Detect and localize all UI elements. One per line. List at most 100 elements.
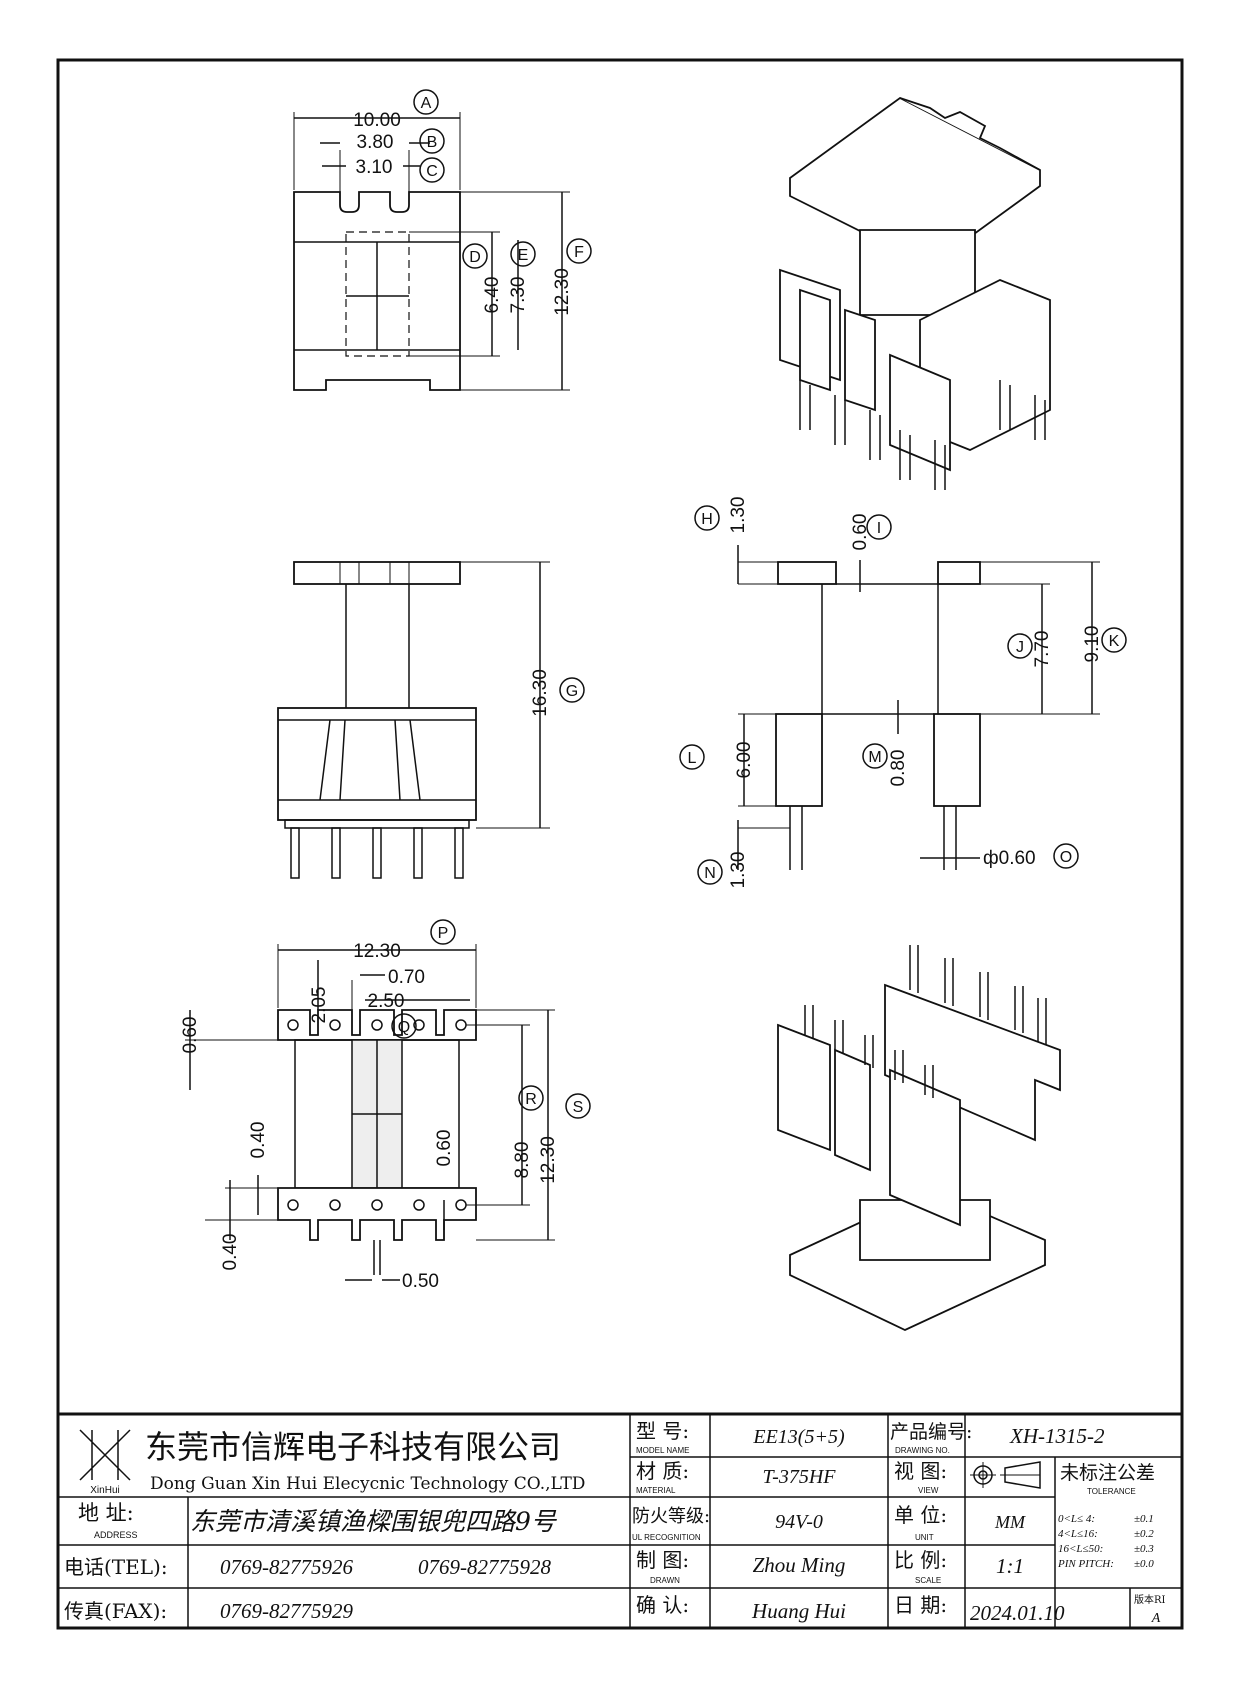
dim-i: 0.60 (850, 514, 871, 551)
version-value: A (1151, 1611, 1161, 1626)
date-label: 日 期: (894, 1593, 947, 1617)
dim-t4: 0.40 (220, 1234, 241, 1271)
balloon-d: D (469, 249, 481, 266)
balloon-n: N (704, 865, 716, 882)
material-value: T-375HF (763, 1466, 837, 1488)
drawing-no-label-en: DRAWING NO. (895, 1446, 950, 1455)
dim-t1: 0.60 (180, 1017, 201, 1054)
dim-b: 3.80 (357, 132, 394, 153)
tel-2: 0769-82775928 (418, 1555, 551, 1579)
logo-text: XinHui (90, 1485, 119, 1496)
drawn-value: Zhou Ming (753, 1553, 846, 1577)
scale-value: 1:1 (996, 1554, 1024, 1578)
dim-h: 1.30 (728, 497, 749, 534)
company-name-en: Dong Guan Xin Hui Elecycnic Technology C… (150, 1474, 585, 1494)
projection-symbol-icon (970, 1461, 1041, 1489)
tolerance-label-en: TOLERANCE (1087, 1487, 1136, 1496)
tel-label: 电话(TEL): (64, 1555, 168, 1579)
front-view: 1.30 H 0.60 I 7.70 9.10 J K 6.00 L 0.80 … (679, 497, 1127, 889)
company-name-cn: 东莞市信辉电子科技有限公司 (145, 1428, 561, 1466)
scale-label: 比 例: (894, 1548, 947, 1572)
tol3-value: ±0.3 (1134, 1543, 1154, 1555)
dim-q-c: 2.50 (368, 991, 405, 1012)
check-label: 确 认: (636, 1593, 689, 1617)
drawing-no-label: 产品编号: (890, 1421, 972, 1443)
tol1-value: ±0.1 (1134, 1513, 1154, 1525)
unit-value: MM (994, 1512, 1026, 1532)
balloon-o: O (1060, 849, 1072, 866)
dim-r: 8.80 (512, 1142, 533, 1179)
drawn-label: 制 图: (636, 1548, 689, 1572)
company-logo: XinHui (79, 1429, 131, 1496)
dim-o: ф0.60 (983, 848, 1036, 869)
tol2-range: 4<L≤16: (1058, 1528, 1098, 1540)
dim-f: 12.30 (552, 268, 573, 316)
tel-1: 0769-82775926 (220, 1555, 353, 1579)
balloon-p: P (438, 925, 449, 942)
view-label-en: VIEW (918, 1486, 939, 1495)
material-label: 材 质: (636, 1459, 689, 1483)
check-value: Huang Hui (751, 1599, 846, 1623)
dim-n: 1.30 (728, 852, 749, 889)
balloon-b: B (427, 134, 438, 151)
isometric-view-bottom (777, 945, 1061, 1331)
drawn-label-en: DRAWN (650, 1576, 680, 1585)
tol1-range: 0<L≤ 4: (1058, 1513, 1095, 1525)
side-view: 16.30 G (277, 561, 585, 879)
dim-t3: 0.60 (434, 1130, 455, 1167)
ul-value: 94V-0 (775, 1511, 823, 1533)
scale-label-en: SCALE (915, 1576, 941, 1585)
version-label: 版本RI (1134, 1593, 1166, 1606)
model-label-en: MODEL NAME (636, 1446, 690, 1455)
ul-label-en: UL RECOGNITION (632, 1533, 701, 1542)
balloon-i: I (877, 520, 881, 537)
material-label-en: MATERIAL (636, 1486, 676, 1495)
dim-p: 12.30 (353, 941, 401, 962)
tolerance-label: 未标注公差 (1060, 1462, 1155, 1484)
dim-t2: 0.40 (248, 1122, 269, 1159)
balloon-a: A (421, 95, 432, 112)
balloon-f: F (574, 244, 584, 261)
balloon-h: H (701, 511, 713, 528)
unit-label: 单 位: (894, 1503, 947, 1527)
dim-a: 10.00 (353, 110, 401, 131)
dim-l: 6.00 (734, 742, 755, 779)
dim-q-a: 2.05 (309, 987, 330, 1024)
tol4-value: ±0.0 (1134, 1558, 1154, 1570)
balloon-j: J (1016, 639, 1024, 656)
view-label: 视 图: (894, 1459, 947, 1483)
dim-t5: 0.50 (402, 1271, 439, 1292)
unit-label-en: UNIT (915, 1533, 934, 1542)
dim-g: 16.30 (530, 669, 551, 717)
balloon-q: Q (398, 1019, 410, 1036)
tol4-range: PIN PITCH: (1057, 1558, 1114, 1570)
balloon-m: M (868, 749, 881, 766)
dim-k: 9.10 (1082, 626, 1103, 663)
balloon-k: K (1109, 633, 1120, 650)
drawing-no-value: XH-1315-2 (1009, 1424, 1105, 1448)
dim-s: 12.30 (538, 1136, 559, 1184)
dim-j: 7.70 (1032, 631, 1053, 668)
model-label: 型 号: (636, 1419, 689, 1443)
tol2-value: ±0.2 (1134, 1528, 1154, 1540)
fax-label: 传真(FAX): (64, 1599, 167, 1623)
model-value: EE13(5+5) (752, 1426, 845, 1448)
balloon-l: L (688, 750, 697, 767)
dim-q-b: 0.70 (388, 967, 425, 988)
balloon-g: G (566, 683, 578, 700)
date-value: 2024.01.10 (970, 1601, 1065, 1625)
title-block: XinHui 东莞市信辉电子科技有限公司 Dong Guan Xin Hui E… (56, 1412, 1184, 1630)
dim-e: 7.30 (508, 277, 529, 314)
address-label-en: ADDRESS (94, 1530, 138, 1540)
isometric-view-top (779, 96, 1051, 490)
top-view: 10.00 A 3.80 B 3.10 C 6.40 7.30 12.30 D … (293, 89, 592, 391)
bottom-view: 12.30 P 2.05 0.70 2.50 Q 8.80 12.30 R S … (180, 919, 591, 1292)
tol3-range: 16<L≤50: (1058, 1543, 1103, 1555)
balloon-e: E (518, 247, 529, 264)
ul-label: 防火等级: (632, 1506, 710, 1527)
balloon-r: R (525, 1091, 537, 1108)
dim-m: 0.80 (888, 750, 909, 787)
balloon-c: C (426, 163, 438, 180)
